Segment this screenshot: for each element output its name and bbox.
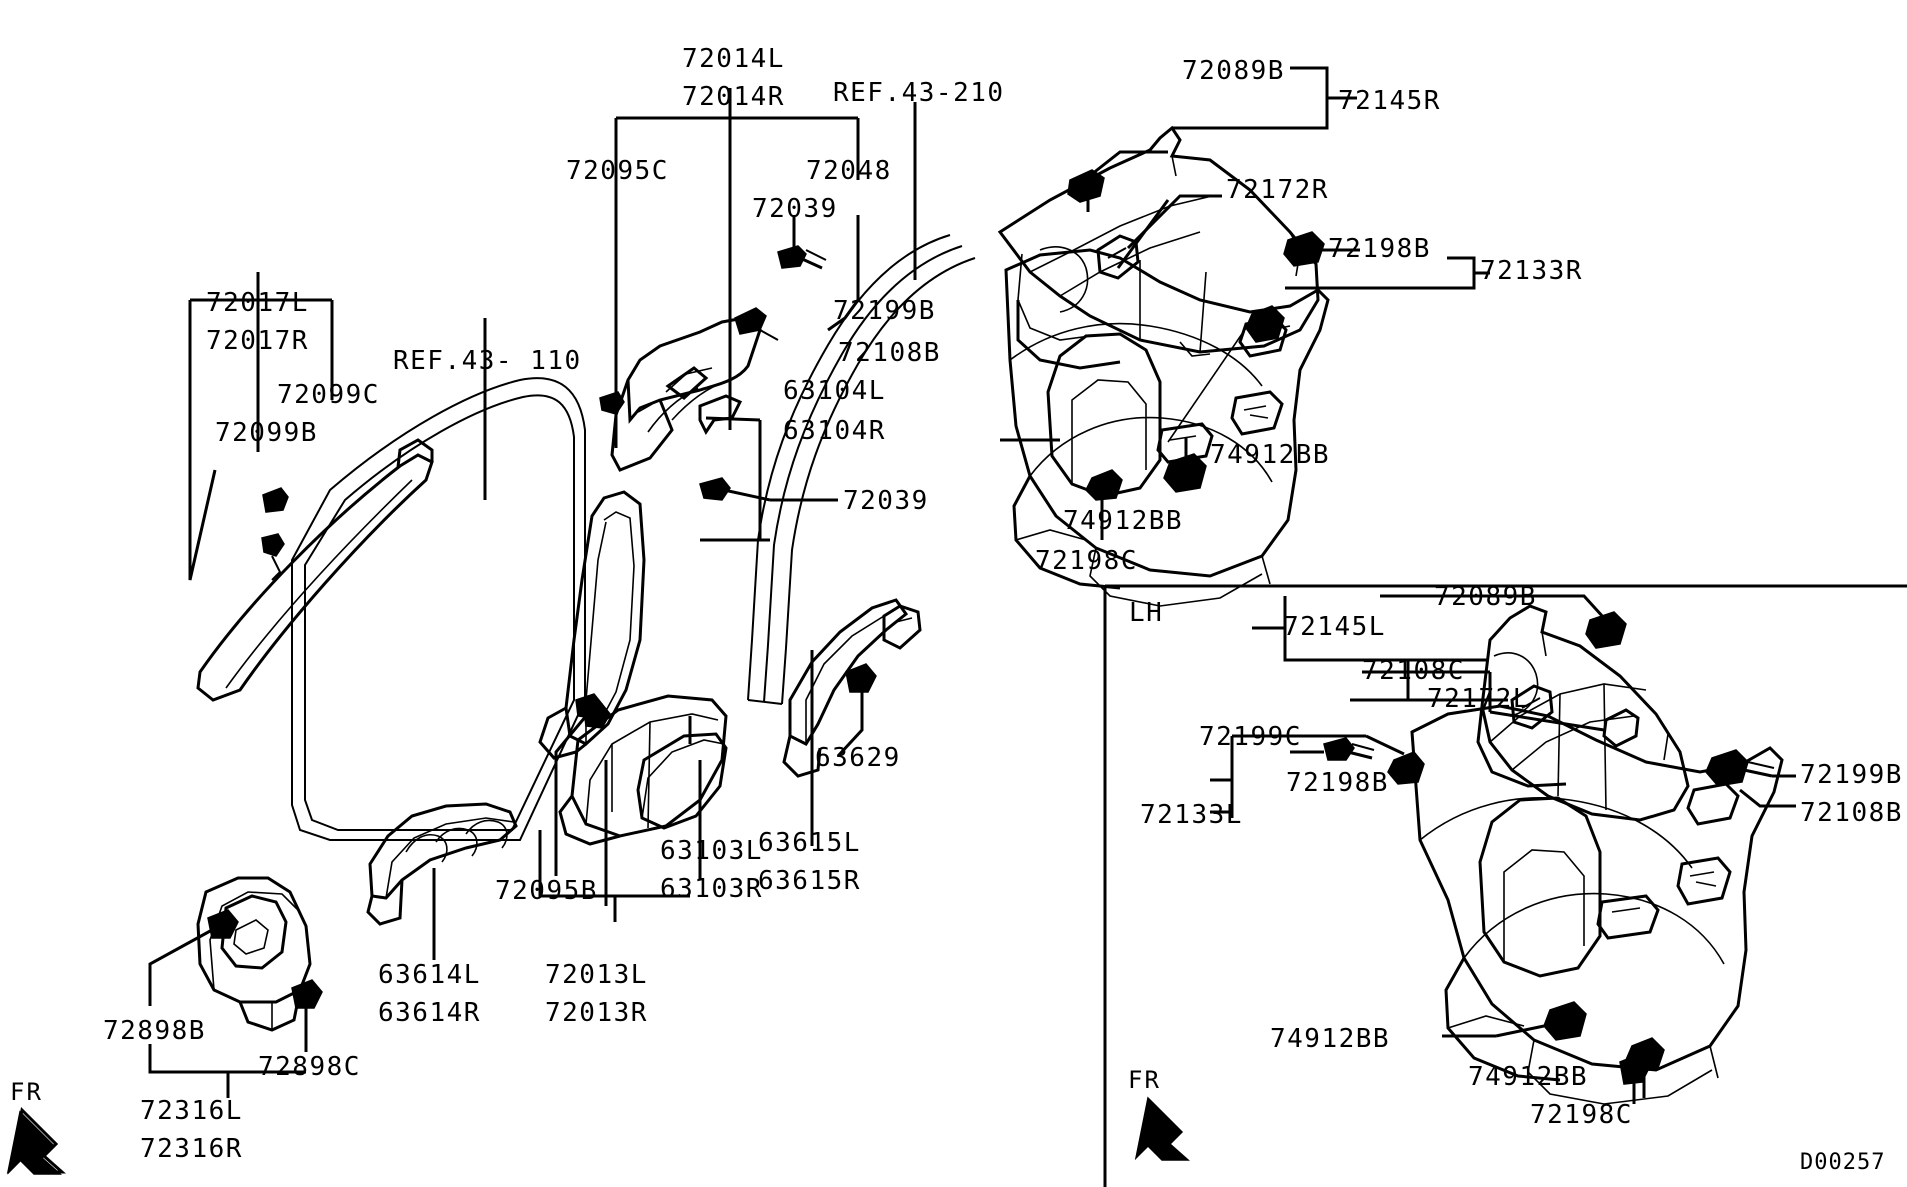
label-63103L: 63103L xyxy=(660,836,763,866)
part-63103-clip xyxy=(583,703,611,729)
part-72039-screw-mid xyxy=(699,477,771,502)
part-72039-screw-top xyxy=(777,245,827,270)
label-63615R: 63615R xyxy=(758,866,861,896)
label-72898B: 72898B xyxy=(103,1016,206,1046)
part-72095B-clip xyxy=(575,693,603,719)
label-inset-72108C: 72108C xyxy=(1362,656,1465,686)
label-72014R: 72014R xyxy=(682,82,785,112)
label-63104R: 63104R xyxy=(783,416,886,446)
part-72099C-clip xyxy=(261,533,285,581)
inset-part-72133L-trim xyxy=(1410,704,1784,1105)
orientation-label-inset: FR xyxy=(1128,1066,1161,1094)
label-72089B: 72089B xyxy=(1182,56,1285,86)
label-inset-72172L: 72172L xyxy=(1427,684,1530,714)
label-72172R: 72172R xyxy=(1226,175,1329,205)
label-72017R: 72017R xyxy=(206,326,309,356)
part-63104-hook xyxy=(698,394,743,435)
label-74912BB-lower: 74912BB xyxy=(1063,506,1184,536)
label-inset-74912BB-right: 74912BB xyxy=(1468,1062,1589,1092)
label-72133R: 72133R xyxy=(1480,256,1583,286)
part-72048-clip xyxy=(734,307,779,341)
inset-panel-frame xyxy=(1103,584,1907,1187)
label-72014L: 72014L xyxy=(682,44,785,74)
part-72013-pillar-lower-trim xyxy=(538,490,646,760)
inset-part-72198C-clip xyxy=(1619,1053,1651,1085)
part-72014-pillar-trim xyxy=(610,316,762,472)
label-72048: 72048 xyxy=(806,156,892,186)
part-72898B-clip xyxy=(207,909,239,939)
label-72013L: 72013L xyxy=(545,960,648,990)
part-72198B-clip xyxy=(1283,231,1325,267)
inset-part-74912BB-clip-left xyxy=(1543,1001,1587,1041)
label-63614R: 63614R xyxy=(378,998,481,1028)
label-72145R: 72145R xyxy=(1338,86,1441,116)
label-ref-43-110: REF.43- 110 xyxy=(393,346,582,376)
label-63615L: 63615L xyxy=(758,828,861,858)
orientation-label-main: FR xyxy=(10,1078,43,1106)
part-74912BB-clip-lower xyxy=(1163,453,1207,493)
part-63629-clip xyxy=(845,663,877,693)
label-inset-74912BB-left: 74912BB xyxy=(1270,1024,1391,1054)
inset-part-72108C-cover xyxy=(1602,708,1640,748)
part-72089B-clip xyxy=(1067,169,1105,203)
inset-part-74912BB-clip-right xyxy=(1625,1037,1665,1073)
label-72198C: 72198C xyxy=(1035,546,1138,576)
part-72898C-clip xyxy=(291,979,323,1009)
part-74912BB-clip-upper xyxy=(1245,305,1285,343)
part-72145R-quarter-upper-trim xyxy=(997,125,1320,370)
label-63614L: 63614L xyxy=(378,960,481,990)
label-63104L: 63104L xyxy=(783,376,886,406)
label-inset-72198B: 72198B xyxy=(1286,768,1389,798)
inset-part-72199C-screw xyxy=(1323,737,1375,761)
label-72039-top: 72039 xyxy=(752,194,838,224)
part-72095C-clip xyxy=(599,391,625,415)
label-inset-72199C: 72199C xyxy=(1199,722,1302,752)
label-inset-72198C: 72198C xyxy=(1530,1100,1633,1130)
label-72198B: 72198B xyxy=(1328,234,1431,264)
label-72095B: 72095B xyxy=(495,876,598,906)
inset-title-lh: LH xyxy=(1129,598,1164,628)
label-72017L: 72017L xyxy=(206,288,309,318)
part-72198C-clip xyxy=(1085,469,1123,501)
label-72108B: 72108B xyxy=(838,338,941,368)
label-72099B: 72099B xyxy=(215,418,318,448)
label-72199B: 72199B xyxy=(833,296,936,326)
inset-part-72199B-screw xyxy=(1705,749,1775,787)
label-72013R: 72013R xyxy=(545,998,648,1028)
label-72898C: 72898C xyxy=(258,1052,361,1082)
label-inset-72145L: 72145L xyxy=(1283,612,1386,642)
label-72099C: 72099C xyxy=(277,380,380,410)
label-63629: 63629 xyxy=(815,743,901,773)
label-72316L: 72316L xyxy=(140,1096,243,1126)
label-72316R: 72316R xyxy=(140,1134,243,1164)
inset-orientation-arrow xyxy=(1134,1096,1190,1161)
part-72099B-clip xyxy=(262,487,289,513)
inset-part-72089B-clip xyxy=(1585,611,1627,649)
label-74912BB-upper: 74912BB xyxy=(1210,440,1331,470)
label-ref-43-210: REF.43-210 xyxy=(833,78,1005,108)
label-72039-mid: 72039 xyxy=(843,486,929,516)
part-72017-pillar-garnish xyxy=(196,438,434,702)
part-63103-trim xyxy=(558,694,728,846)
inset-part-72198B-clip xyxy=(1387,751,1425,785)
label-72095C: 72095C xyxy=(566,156,669,186)
label-63103R: 63103R xyxy=(660,874,763,904)
label-inset-72133L: 72133L xyxy=(1140,800,1243,830)
label-inset-72089B: 72089B xyxy=(1434,582,1537,612)
part-63614-scuff-plate xyxy=(366,802,518,926)
part-63103-inner xyxy=(636,732,728,830)
orientation-arrow-main xyxy=(6,1106,66,1175)
part-72017-weatherstrip xyxy=(291,377,586,841)
drawing-number: D00257 xyxy=(1800,1150,1886,1175)
label-inset-72199B: 72199B xyxy=(1800,760,1903,790)
part-72316-cowl-trim xyxy=(196,876,312,1032)
label-inset-72108B: 72108B xyxy=(1800,798,1903,828)
part-72172R-cover xyxy=(1096,234,1140,280)
